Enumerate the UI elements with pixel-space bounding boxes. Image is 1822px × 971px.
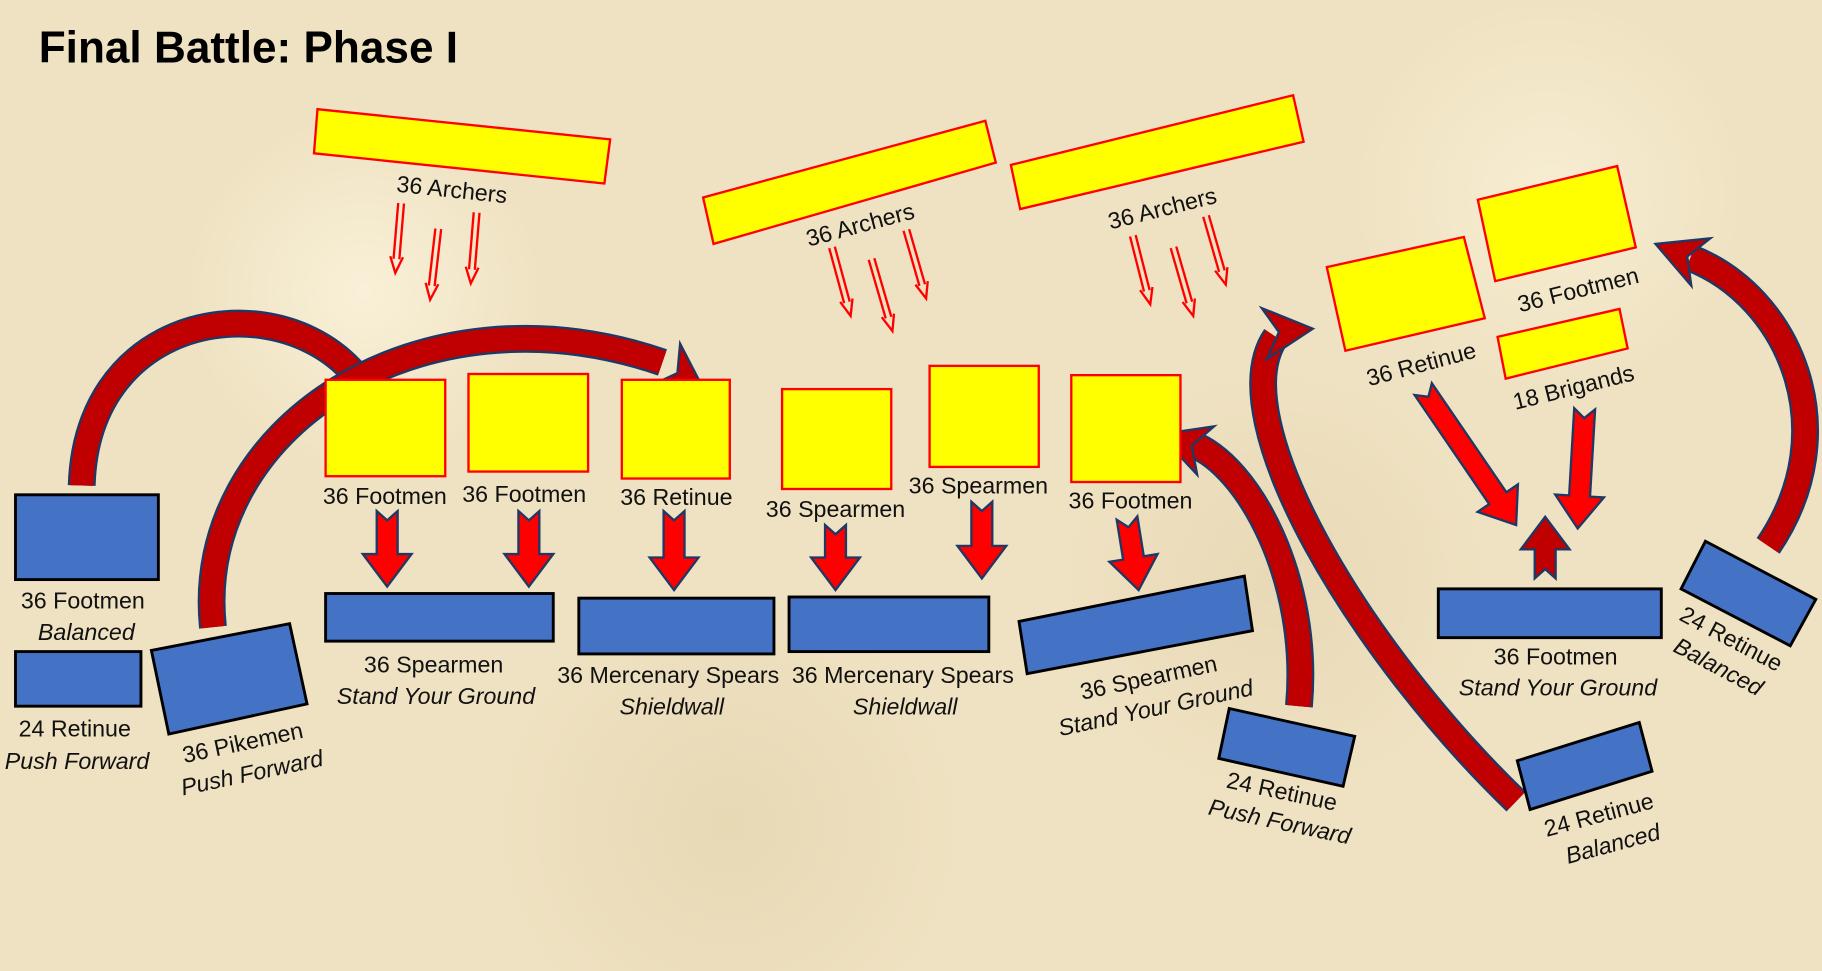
map-title: Final Battle: Phase I — [39, 24, 458, 73]
arrow-icon — [1518, 514, 1572, 582]
attack-arrow — [1412, 380, 1520, 527]
volley-arrow — [389, 202, 406, 277]
arrow-icon — [360, 508, 414, 589]
unit-label: 36 Spearmen — [766, 496, 905, 522]
unit-stance: Stand Your Ground — [337, 683, 536, 709]
arrow-icon — [647, 508, 701, 592]
enemy-unit-archers-1 — [312, 107, 612, 185]
arrow-icon — [1106, 513, 1160, 592]
arrow-icon — [808, 522, 863, 592]
volley-arrow — [424, 228, 443, 303]
volley-arrow — [867, 257, 896, 335]
unit-label: 36 Archers — [1105, 182, 1219, 234]
ally-unit-spearmen-2 — [1017, 574, 1255, 676]
ally-unit-retinue-balanced-bottom — [1515, 720, 1654, 812]
ally-unit-retinue-push-2 — [1217, 706, 1357, 789]
ally-units: 36 Footmen Balanced 24 Retinue Push Forw… — [5, 493, 1818, 869]
unit-label: 36 Spearmen — [909, 473, 1048, 499]
ally-unit-footmen-balanced — [14, 493, 160, 582]
enemy-units: 36 Archers 36 Archers 36 Archers 36 Foot… — [312, 93, 1641, 522]
ally-unit-retinue-balanced-right — [1679, 539, 1818, 648]
volley-arrow — [1169, 246, 1197, 319]
unit-label: 36 Mercenary Spears — [792, 662, 1014, 688]
arrow-icon — [955, 499, 1009, 581]
unit-stance: Stand Your Ground — [1459, 675, 1658, 701]
unit-stance: Balanced — [38, 619, 136, 645]
enemy-unit-retinue — [620, 378, 731, 480]
enemy-unit-archers-3 — [1009, 93, 1305, 211]
enemy-unit-footmen-2 — [467, 372, 590, 473]
volley-arrow — [1202, 214, 1229, 288]
unit-label: 36 Retinue — [1364, 337, 1479, 391]
archer-volley-arrows — [389, 202, 1229, 335]
ally-unit-spearmen-1 — [324, 592, 555, 643]
enemy-unit-retinue-2 — [1325, 235, 1487, 353]
ally-unit-mercenary-spears-1 — [577, 596, 776, 656]
ally-unit-mercenary-spears-2 — [787, 595, 991, 654]
ally-unit-retinue-push — [14, 650, 143, 708]
unit-stance: Shieldwall — [619, 693, 724, 719]
unit-label: 36 Footmen — [323, 483, 447, 509]
unit-label: 36 Retinue — [620, 484, 732, 510]
ally-unit-pikemen — [149, 622, 309, 736]
enemy-unit-spearmen-1 — [780, 387, 893, 491]
volley-arrow — [464, 212, 481, 287]
attack-arrow — [1552, 405, 1607, 531]
attack-arrow — [647, 508, 701, 592]
arrowhead-icon — [1653, 236, 1715, 290]
attack-arrow — [360, 508, 414, 589]
arrow-icon — [502, 508, 556, 589]
attack-arrow — [808, 522, 863, 592]
arrow-icon — [1412, 380, 1520, 527]
enemy-unit-archers-2 — [701, 119, 998, 246]
attack-arrow — [502, 508, 556, 589]
attack-arrow — [1518, 514, 1572, 582]
unit-label: 36 Footmen — [1069, 488, 1193, 514]
unit-stance: Push Forward — [5, 748, 151, 774]
unit-label: 36 Footmen — [1494, 643, 1618, 669]
volley-arrow — [902, 228, 929, 302]
volley-arrow — [828, 246, 854, 319]
unit-label: 36 Archers — [395, 171, 508, 208]
enemy-unit-spearmen-2 — [928, 364, 1040, 469]
attack-arrows — [360, 380, 1607, 592]
unit-label: 24 Retinue — [19, 715, 131, 741]
curved-arrow — [1249, 305, 1526, 812]
volley-arrow — [1128, 234, 1154, 308]
unit-stance: Shieldwall — [853, 693, 958, 719]
curved-arrow — [1653, 236, 1819, 554]
unit-label: 36 Footmen — [21, 588, 145, 614]
attack-arrow — [1106, 513, 1160, 592]
ally-unit-footmen-right — [1436, 587, 1663, 640]
enemy-unit-brigands — [1496, 307, 1629, 381]
enemy-unit-footmen-3 — [1070, 373, 1182, 484]
unit-label: 36 Mercenary Spears — [557, 662, 779, 688]
enemy-unit-footmen-4 — [1476, 164, 1638, 283]
arrow-icon — [1552, 405, 1607, 531]
attack-arrow — [955, 499, 1009, 581]
arrowhead-icon — [1258, 305, 1316, 363]
unit-label: 36 Footmen — [462, 481, 586, 507]
enemy-unit-footmen-1 — [324, 378, 447, 478]
unit-label: 36 Spearmen — [364, 651, 503, 677]
